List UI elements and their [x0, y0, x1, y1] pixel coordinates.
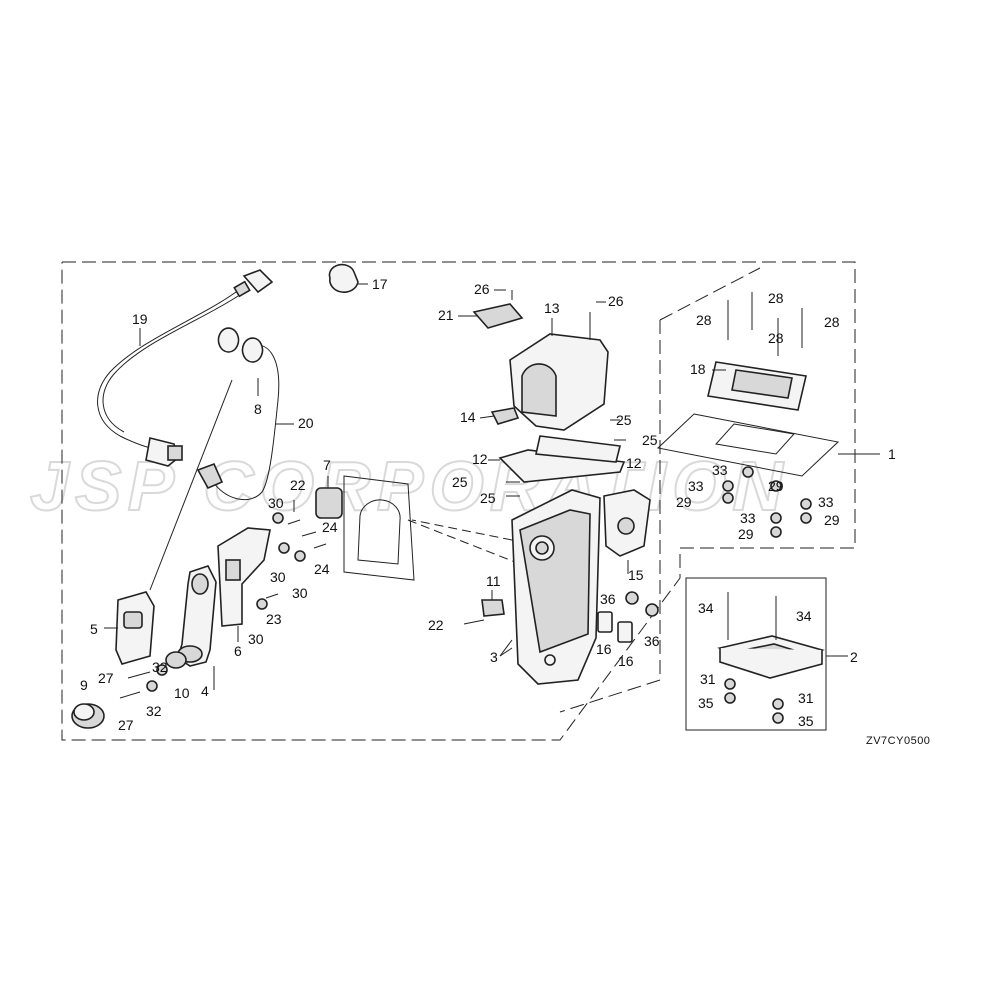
- cover-5: [104, 591, 155, 665]
- label-34a: 34: [698, 600, 714, 616]
- label-3: 3: [490, 649, 498, 665]
- label-32a: 32: [152, 659, 168, 675]
- main-housing-3: [411, 489, 601, 685]
- label-6: 6: [234, 643, 242, 659]
- label-22b: 22: [290, 477, 306, 493]
- label-29b: 29: [676, 494, 692, 510]
- label-1: 1: [888, 446, 896, 462]
- switch-cable-20: [149, 327, 280, 591]
- label-33c: 33: [818, 494, 834, 510]
- label-8: 8: [254, 401, 262, 417]
- label-19: 19: [132, 311, 148, 327]
- label-5: 5: [90, 621, 98, 637]
- washer-10: [165, 651, 187, 669]
- nut-36: [625, 591, 659, 617]
- guide-plate-12: [488, 419, 626, 497]
- label-23: 23: [266, 611, 282, 627]
- label-18: 18: [690, 361, 706, 377]
- mounting-kit-1: [656, 292, 880, 538]
- label-36a: 36: [600, 591, 616, 607]
- label-30a: 30: [268, 495, 284, 511]
- label-21: 21: [438, 307, 454, 323]
- label-15: 15: [628, 567, 644, 583]
- bracket-11: [481, 590, 505, 617]
- switch-7: [315, 476, 343, 519]
- label-33b: 33: [688, 478, 704, 494]
- label-35b: 35: [798, 713, 814, 729]
- label-35a: 35: [698, 695, 714, 711]
- leader-lines: [139, 289, 726, 690]
- label-26b: 26: [608, 293, 624, 309]
- label-24b: 24: [314, 561, 330, 577]
- label-25b: 25: [642, 432, 658, 448]
- clip-16: [597, 611, 633, 643]
- label-30d: 30: [248, 631, 264, 647]
- label-10: 10: [174, 685, 190, 701]
- label-13: 13: [544, 300, 560, 316]
- bracket-6: [217, 527, 271, 640]
- decal-21: [472, 303, 524, 329]
- label-30c: 30: [292, 585, 308, 601]
- bolt-22: [293, 500, 485, 625]
- label-20: 20: [298, 415, 314, 431]
- label-25d: 25: [480, 490, 496, 506]
- callout-labels: 1 2 3 4 5 6 7 8 9 10 11 12 12 13 14 15 1…: [80, 276, 896, 733]
- top-cover-13: [509, 290, 609, 431]
- label-9: 9: [80, 677, 88, 693]
- label-26a: 26: [474, 281, 490, 297]
- label-30b: 30: [270, 569, 286, 585]
- cam-15: [603, 489, 651, 574]
- label-25c: 25: [452, 474, 468, 490]
- label-33d: 33: [740, 510, 756, 526]
- grommet-17: [328, 263, 368, 293]
- label-31a: 31: [700, 671, 716, 687]
- label-32b: 32: [146, 703, 162, 719]
- small-fasteners-left: [119, 512, 327, 699]
- label-28c: 28: [768, 330, 784, 346]
- label-28b: 28: [768, 290, 784, 306]
- label-28d: 28: [824, 314, 840, 330]
- label-27a: 27: [98, 670, 114, 686]
- grommet-9: [71, 703, 105, 729]
- label-14: 14: [460, 409, 476, 425]
- label-24a: 24: [322, 519, 338, 535]
- label-22a: 22: [428, 617, 444, 633]
- label-16a: 16: [596, 641, 612, 657]
- label-12a: 12: [472, 451, 488, 467]
- lever-arm-4: [177, 565, 217, 667]
- label-29c: 29: [824, 512, 840, 528]
- label-34b: 34: [796, 608, 812, 624]
- label-31b: 31: [798, 690, 814, 706]
- label-16b: 16: [618, 653, 634, 669]
- diagram-frame: [61, 261, 856, 741]
- label-4: 4: [201, 683, 209, 699]
- label-2: 2: [850, 649, 858, 665]
- label-27b: 27: [118, 717, 134, 733]
- spacer-kit-2: [716, 592, 848, 724]
- label-29a: 29: [768, 478, 784, 494]
- label-28a: 28: [696, 312, 712, 328]
- gasket-plate: [343, 475, 521, 581]
- label-7: 7: [323, 457, 331, 473]
- label-36b: 36: [644, 633, 660, 649]
- label-33a: 33: [712, 462, 728, 478]
- label-29d: 29: [738, 526, 754, 542]
- label-11: 11: [486, 573, 501, 589]
- label-12b: 12: [626, 455, 642, 471]
- clip-14: [490, 407, 520, 425]
- label-17: 17: [372, 276, 388, 292]
- label-25a: 25: [616, 412, 632, 428]
- diagram-code: ZV7CY0500: [866, 735, 930, 747]
- cable-harness-19: [97, 269, 274, 467]
